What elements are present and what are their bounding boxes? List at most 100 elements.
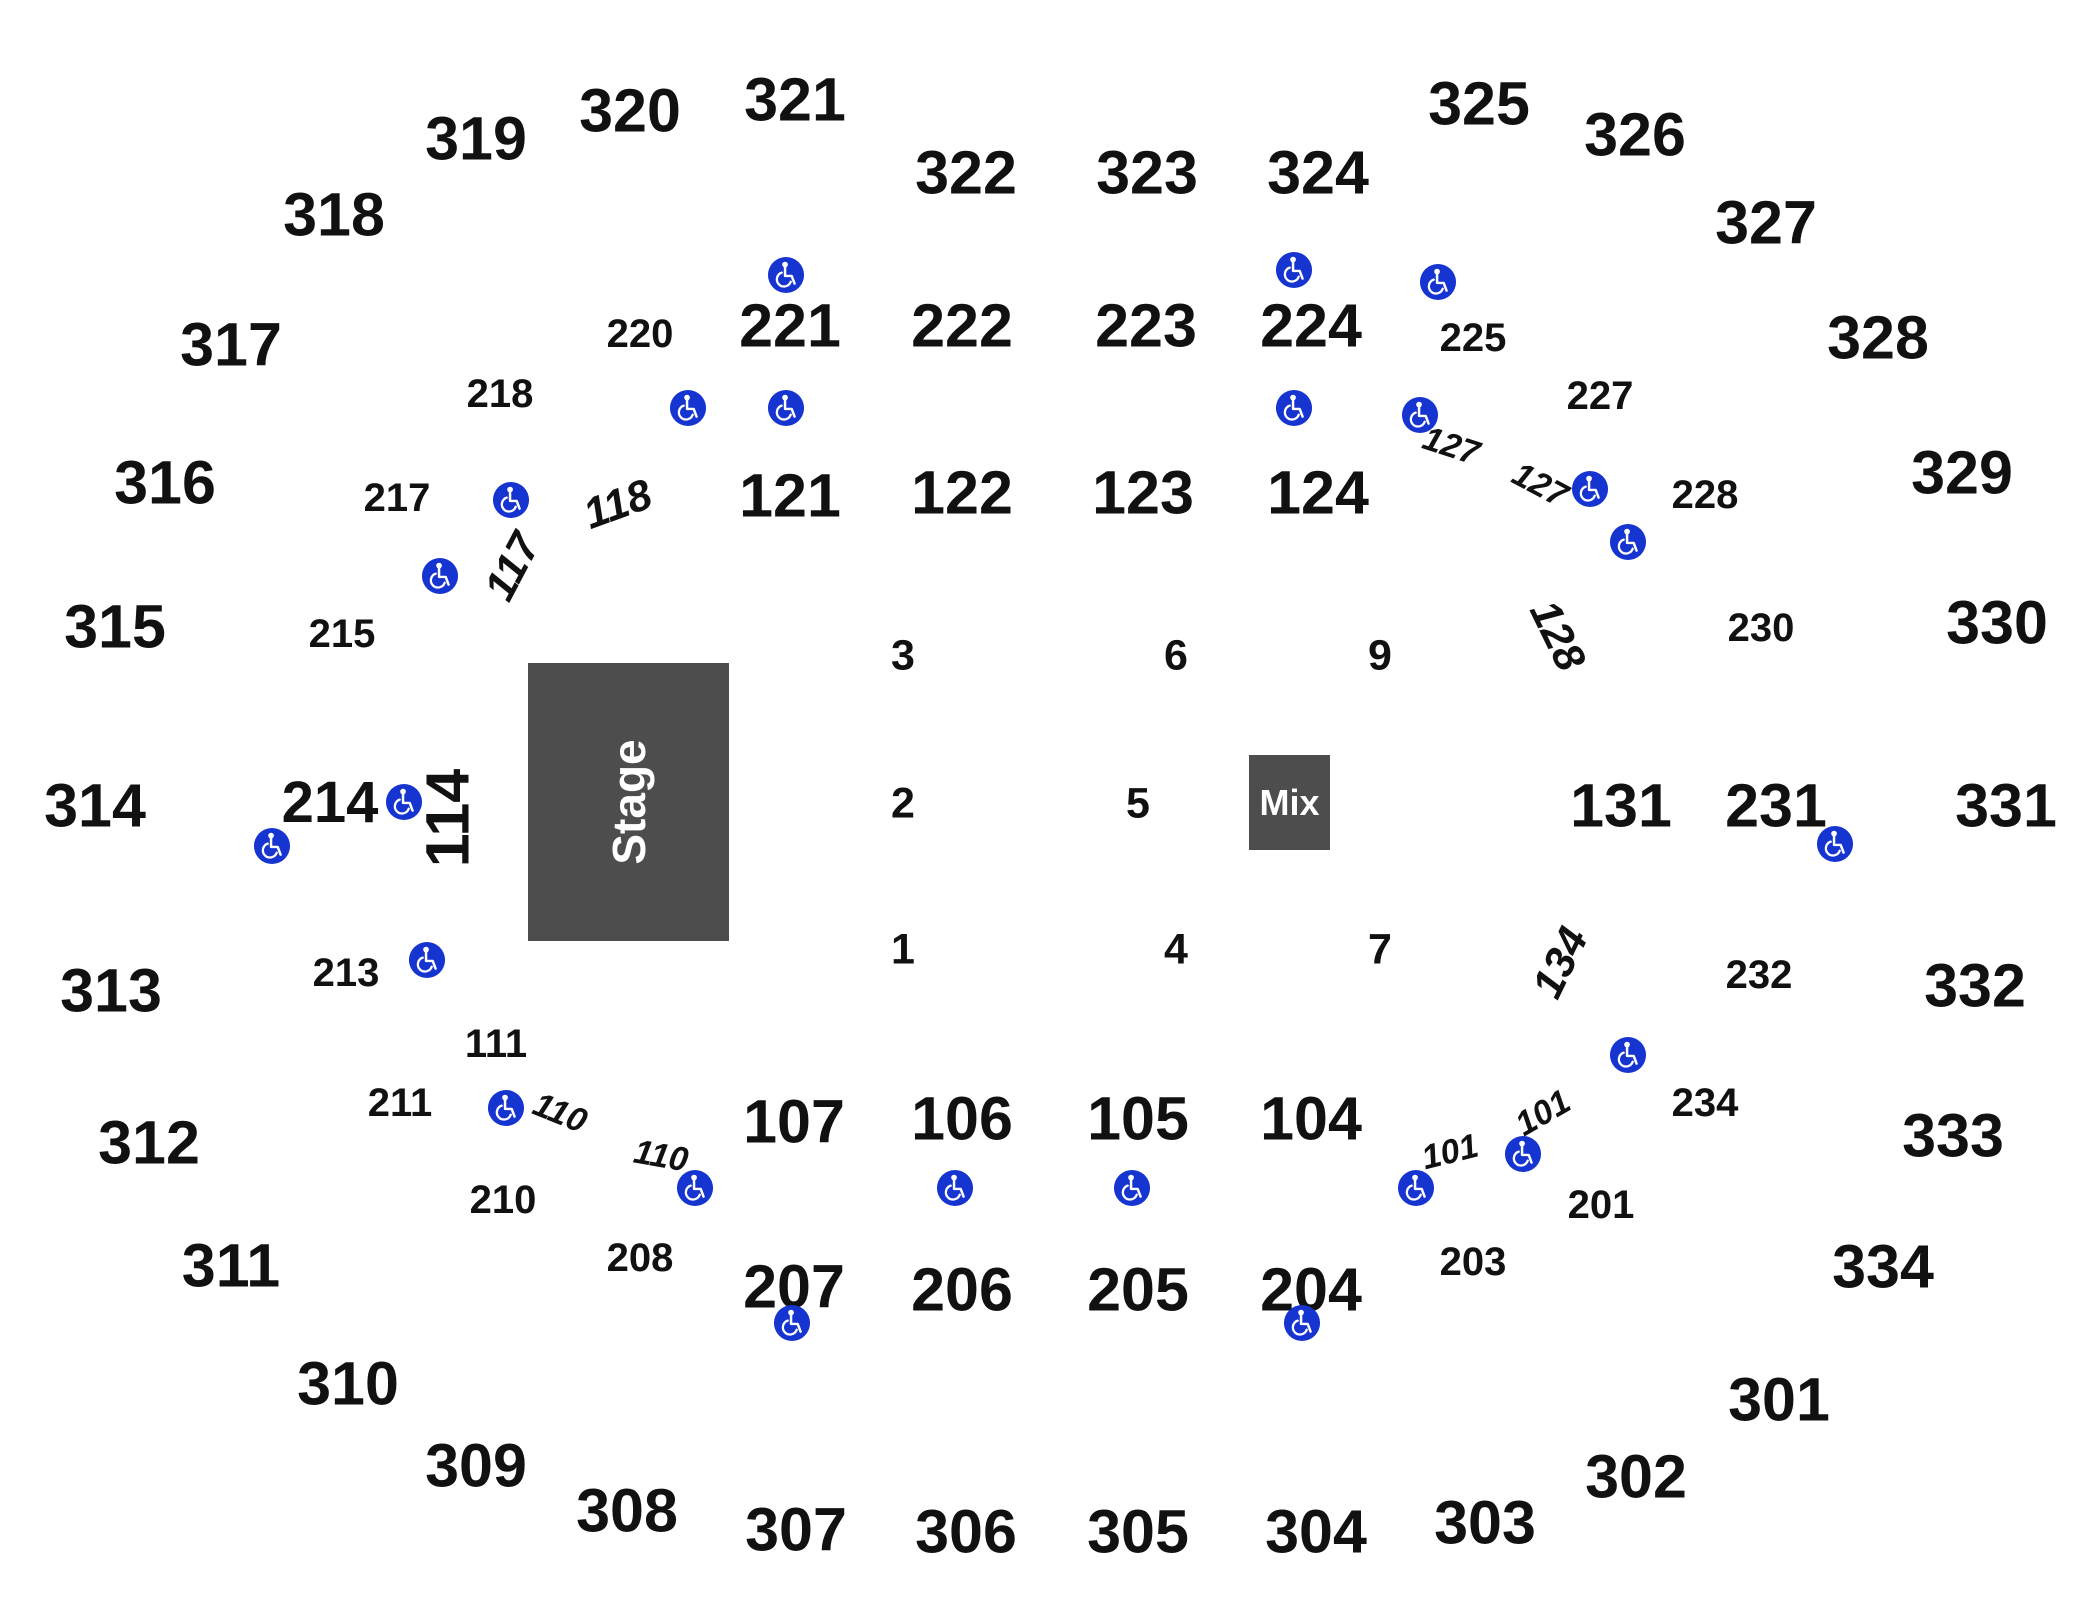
section-213[interactable]: 213 xyxy=(312,951,380,995)
section-311[interactable]: 311 xyxy=(181,1231,281,1300)
section-319[interactable]: 319 xyxy=(425,104,527,173)
section-217[interactable]: 217 xyxy=(363,476,431,520)
section-334[interactable]: 334 xyxy=(1832,1232,1934,1301)
wheelchair-icon xyxy=(669,389,707,427)
section-206[interactable]: 206 xyxy=(911,1255,1013,1324)
section-320[interactable]: 320 xyxy=(579,76,681,145)
section-323[interactable]: 323 xyxy=(1096,138,1198,207)
floor-section-1[interactable]: 1 xyxy=(891,925,915,974)
wheelchair-icon xyxy=(1816,825,1854,863)
wheelchair-icon xyxy=(1609,523,1647,561)
section-302[interactable]: 302 xyxy=(1585,1442,1687,1511)
section-327[interactable]: 327 xyxy=(1715,188,1817,257)
wheelchair-icon xyxy=(676,1169,714,1207)
section-230[interactable]: 230 xyxy=(1727,606,1795,650)
section-332[interactable]: 332 xyxy=(1924,951,2026,1020)
wheelchair-icon xyxy=(1504,1135,1542,1173)
floor-section-9[interactable]: 9 xyxy=(1368,631,1392,680)
section-318[interactable]: 318 xyxy=(283,180,385,249)
wheelchair-icon xyxy=(1397,1169,1435,1207)
section-134[interactable]: 134 xyxy=(1523,920,1598,1006)
section-114[interactable]: 114 xyxy=(413,768,482,868)
section-131[interactable]: 131 xyxy=(1570,771,1672,840)
floor-section-6[interactable]: 6 xyxy=(1164,631,1188,680)
section-215[interactable]: 215 xyxy=(308,612,376,656)
section-329[interactable]: 329 xyxy=(1911,438,2013,507)
section-306[interactable]: 306 xyxy=(915,1497,1017,1566)
section-127-b[interactable]: 127 xyxy=(1506,454,1574,516)
section-330[interactable]: 330 xyxy=(1946,588,2048,657)
wheelchair-icon xyxy=(421,557,459,595)
floor-section-3[interactable]: 3 xyxy=(891,631,915,680)
wheelchair-icon xyxy=(1275,251,1313,289)
section-101-b[interactable]: 101 xyxy=(1508,1082,1578,1144)
section-231[interactable]: 231 xyxy=(1725,771,1827,840)
section-218[interactable]: 218 xyxy=(466,372,534,416)
section-106[interactable]: 106 xyxy=(911,1084,1013,1153)
section-304[interactable]: 304 xyxy=(1265,1497,1367,1566)
section-314[interactable]: 314 xyxy=(44,771,146,840)
section-221[interactable]: 221 xyxy=(739,291,841,360)
section-326[interactable]: 326 xyxy=(1584,100,1686,169)
section-328[interactable]: 328 xyxy=(1827,303,1929,372)
section-214[interactable]: 214 xyxy=(281,770,379,835)
section-232[interactable]: 232 xyxy=(1725,953,1793,997)
section-228[interactable]: 228 xyxy=(1671,473,1739,517)
section-203[interactable]: 203 xyxy=(1439,1240,1507,1284)
section-312[interactable]: 312 xyxy=(98,1108,200,1177)
floor-section-7[interactable]: 7 xyxy=(1368,925,1392,974)
section-310[interactable]: 310 xyxy=(297,1349,399,1418)
wheelchair-icon xyxy=(773,1304,811,1342)
section-316[interactable]: 316 xyxy=(114,448,216,517)
floor-section-2[interactable]: 2 xyxy=(891,779,915,828)
section-107[interactable]: 107 xyxy=(743,1087,845,1156)
section-224[interactable]: 224 xyxy=(1260,291,1362,360)
section-205[interactable]: 205 xyxy=(1087,1255,1189,1324)
wheelchair-icon xyxy=(1609,1036,1647,1074)
wheelchair-icon xyxy=(408,941,446,979)
section-301[interactable]: 301 xyxy=(1728,1365,1830,1434)
section-210[interactable]: 210 xyxy=(469,1178,537,1222)
section-309[interactable]: 309 xyxy=(425,1431,527,1500)
section-118[interactable]: 118 xyxy=(577,470,659,539)
section-201[interactable]: 201 xyxy=(1567,1183,1635,1227)
wheelchair-icon xyxy=(1113,1169,1151,1207)
section-105[interactable]: 105 xyxy=(1087,1084,1189,1153)
section-104[interactable]: 104 xyxy=(1260,1084,1362,1153)
section-223[interactable]: 223 xyxy=(1095,291,1197,360)
section-220[interactable]: 220 xyxy=(606,312,674,356)
section-121[interactable]: 121 xyxy=(739,461,841,530)
section-234[interactable]: 234 xyxy=(1671,1081,1739,1125)
section-308[interactable]: 308 xyxy=(576,1476,678,1545)
section-321[interactable]: 321 xyxy=(744,65,846,134)
section-324[interactable]: 324 xyxy=(1267,138,1369,207)
section-117[interactable]: 117 xyxy=(475,525,550,609)
section-315[interactable]: 315 xyxy=(64,592,166,661)
section-124[interactable]: 124 xyxy=(1267,458,1369,527)
section-122[interactable]: 122 xyxy=(911,458,1013,527)
section-211[interactable]: 211 xyxy=(367,1081,433,1125)
section-225[interactable]: 225 xyxy=(1439,316,1507,360)
section-307[interactable]: 307 xyxy=(745,1495,847,1564)
section-110-a[interactable]: 110 xyxy=(527,1085,593,1141)
section-227[interactable]: 227 xyxy=(1566,374,1634,418)
section-128[interactable]: 128 xyxy=(1520,593,1595,679)
section-303[interactable]: 303 xyxy=(1434,1488,1536,1557)
section-222[interactable]: 222 xyxy=(911,291,1013,360)
section-325[interactable]: 325 xyxy=(1428,69,1530,138)
section-313[interactable]: 313 xyxy=(60,956,162,1025)
section-111[interactable]: 111 xyxy=(464,1022,528,1066)
section-317[interactable]: 317 xyxy=(180,310,282,379)
section-333[interactable]: 333 xyxy=(1902,1101,2004,1170)
wheelchair-icon xyxy=(1283,1304,1321,1342)
floor-section-4[interactable]: 4 xyxy=(1164,925,1188,974)
wheelchair-icon xyxy=(492,481,530,519)
section-331[interactable]: 331 xyxy=(1955,771,2057,840)
section-305[interactable]: 305 xyxy=(1087,1497,1189,1566)
wheelchair-icon xyxy=(1401,396,1439,434)
section-322[interactable]: 322 xyxy=(915,138,1017,207)
floor-section-5[interactable]: 5 xyxy=(1126,779,1150,828)
section-123[interactable]: 123 xyxy=(1092,458,1194,527)
section-208[interactable]: 208 xyxy=(606,1236,674,1280)
